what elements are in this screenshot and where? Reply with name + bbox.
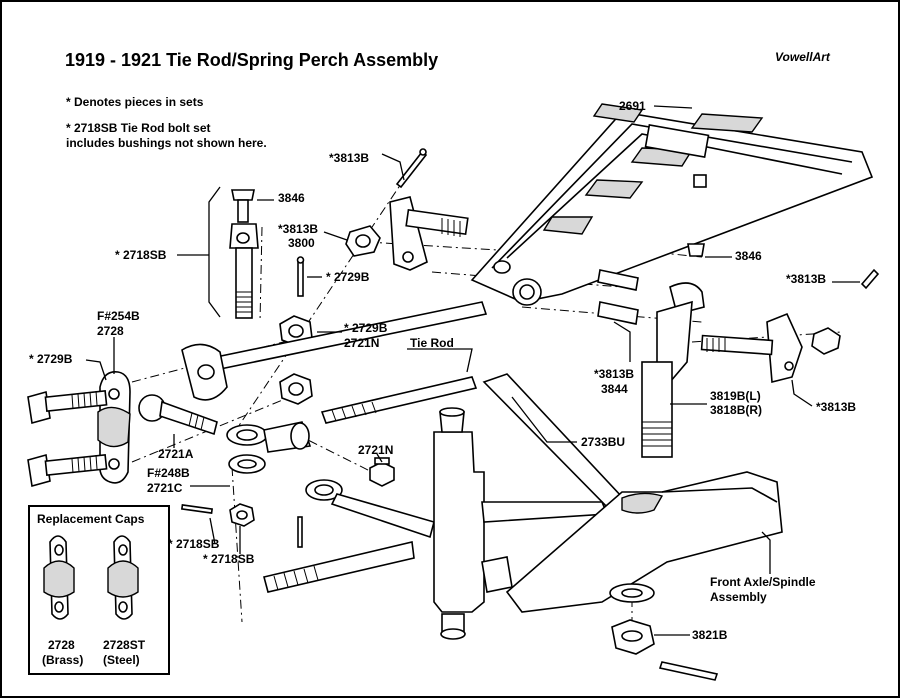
note-bolt-set: * 2718SB Tie Rod bolt set (66, 121, 211, 135)
tie-rod-cap-254b (97, 370, 131, 484)
cap-2728-brass (43, 535, 75, 620)
cap-bolts (27, 390, 108, 488)
label-2733bu: 2733BU (581, 435, 625, 449)
spindle-body (433, 407, 513, 640)
label-2691: 2691 (619, 99, 646, 113)
leaf-spring (470, 103, 874, 306)
cap2-number: 2728ST (103, 638, 146, 652)
nut-2721n-upper (279, 315, 313, 405)
artist-credit: VowellArt (775, 50, 831, 64)
tie-rod-bolt (229, 189, 259, 319)
label-3813b-perch: *3813B (278, 222, 318, 236)
cap-2728st-steel (107, 535, 139, 620)
spring-perch-right (597, 269, 705, 458)
castle-nut-3821b (611, 619, 719, 681)
cap1-material: (Brass) (42, 653, 83, 667)
label-2729b-pin: * 2729B (326, 270, 370, 284)
label-2721c: 2721C (147, 481, 183, 495)
label-3813b-right-top: *3813B (786, 272, 826, 286)
label-front-axle: Front Axle/Spindle (710, 575, 816, 589)
ball-stud-2721a (138, 394, 218, 436)
bolt-head-3846 (687, 243, 705, 257)
label-3819b: 3819B(L) (710, 389, 761, 403)
tie-rod (181, 301, 488, 424)
perch-bolt-right (700, 268, 880, 384)
castle-nut-upper (345, 225, 381, 257)
steering-arm (263, 479, 435, 593)
spring-perch-left (389, 196, 469, 271)
label-2729b-left: * 2729B (29, 352, 73, 366)
note-sets: * Denotes pieces in sets (66, 95, 204, 109)
cap1-number: 2728 (48, 638, 75, 652)
inset-title: Replacement Caps (37, 512, 145, 526)
label-2721a: 2721A (158, 447, 194, 461)
label-2721n-upper: 2721N (344, 336, 379, 350)
label-tie-rod: Tie Rod (410, 336, 454, 350)
label-2718sb-top: * 2718SB (115, 248, 167, 262)
label-f254b: F#254B (97, 309, 140, 323)
label-assembly: Assembly (710, 590, 767, 604)
leader-lines (85, 105, 860, 636)
replacement-caps-inset: Replacement Caps 2728 (Brass) 2728ST (St… (28, 505, 170, 675)
nut-2718sb (180, 503, 303, 548)
diagram-title: 1919 - 1921 Tie Rod/Spring Perch Assembl… (65, 50, 438, 70)
label-3846-left: 3846 (278, 191, 305, 205)
label-3800: 3800 (288, 236, 315, 250)
cotter-pin-2729b (296, 256, 305, 297)
front-axle (505, 471, 783, 613)
note-bushings: includes bushings not shown here. (66, 136, 267, 150)
label-3844: 3844 (601, 382, 628, 396)
castle-nut-2721n (369, 457, 395, 487)
ball-socket-2721c (226, 421, 312, 474)
label-2718sb-cotter: * 2718SB (168, 537, 220, 551)
label-3813b-right-bottom: *3813B (816, 400, 856, 414)
label-3846-right: 3846 (735, 249, 762, 263)
label-3813b-bushing: *3813B (594, 367, 634, 381)
label-3813b-top: *3813B (329, 151, 369, 165)
label-3818b: 3818B(R) (710, 403, 762, 417)
label-f248b: F#248B (147, 466, 190, 480)
label-3821b: 3821B (692, 628, 728, 642)
label-2729b-nut: * 2729B (344, 321, 388, 335)
label-2721n-lower: 2721N (358, 443, 393, 457)
cap2-material: (Steel) (103, 653, 140, 667)
part-labels: 2691 *3813B 3846 *3813B 3800 * 2718SB * … (29, 99, 856, 642)
label-2728: 2728 (97, 324, 124, 338)
bracket-2718sb (208, 186, 221, 318)
label-2718sb-nut: * 2718SB (203, 552, 255, 566)
